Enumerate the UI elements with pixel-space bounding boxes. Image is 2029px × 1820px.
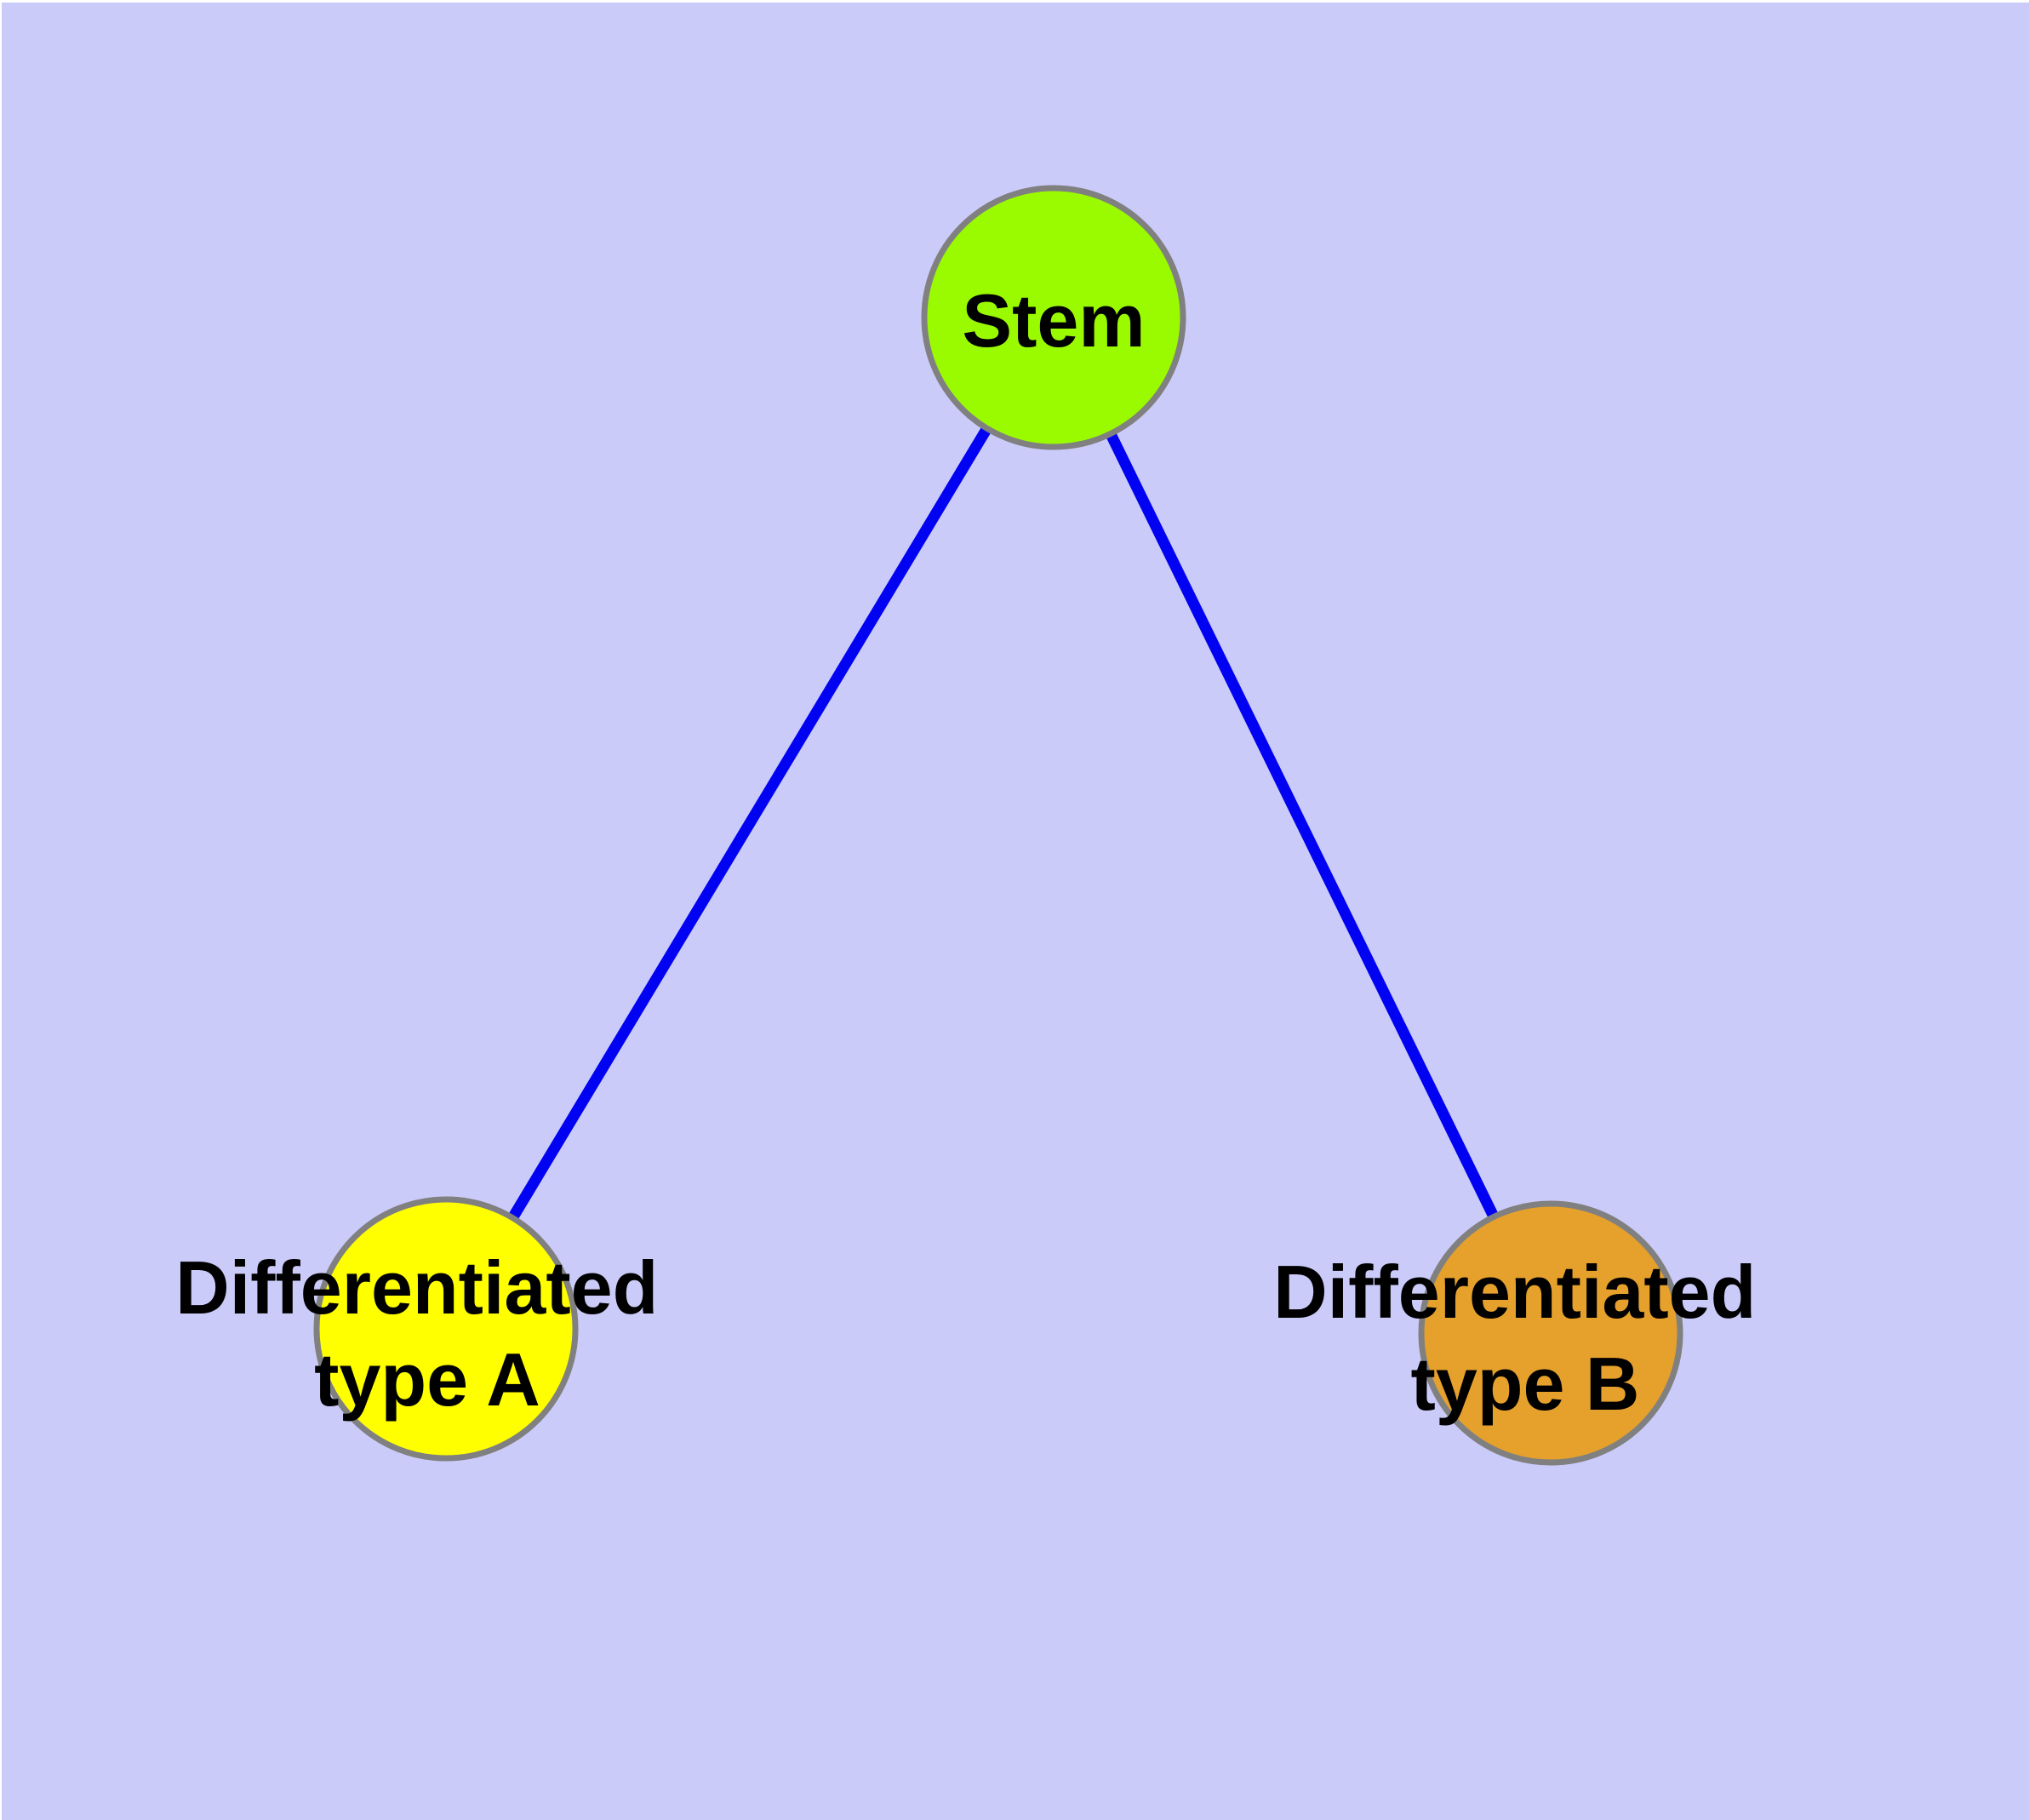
node-type-a-label-line1: Differentiated [175, 1245, 658, 1330]
node-type-a-label-line2: type A [314, 1337, 540, 1422]
node-type-b [1418, 1200, 1683, 1466]
edge-stem-to-type-a [441, 314, 1059, 1332]
node-type-b-label-line1: Differentiated [1273, 1250, 1756, 1334]
node-type-a-label: Differentiated type A [175, 1245, 679, 1422]
node-stem-label: Stem [962, 278, 1145, 363]
edge-stem-to-type-b [1049, 315, 1556, 1336]
node-type-a [313, 1196, 579, 1462]
node-type-b-label-line2: type B [1411, 1342, 1640, 1426]
node-stem [921, 185, 1186, 450]
node-type-b-label: Differentiated type B [1273, 1250, 1777, 1426]
